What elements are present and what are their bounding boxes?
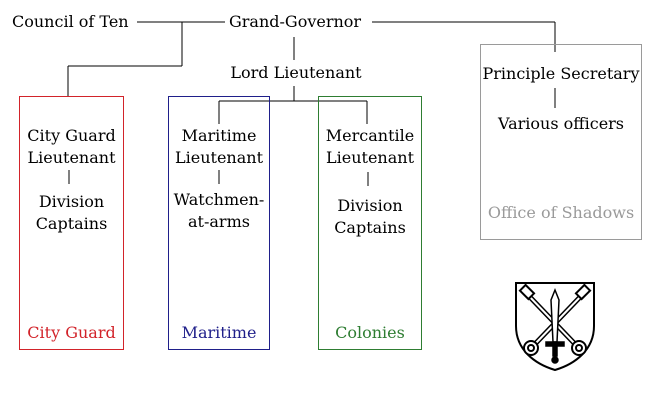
various-officers-node: Various officers — [497, 114, 625, 133]
lord-lieutenant-node: Lord Lieutenant — [230, 63, 362, 82]
maritime-box: Maritime Lieutenant Watchmen- at-arms Ma… — [168, 96, 270, 350]
office-of-shadows-group-label: Office of Shadows — [487, 203, 635, 222]
city-guard-division-captains-node: Division Captains — [35, 192, 108, 233]
grand-governor-node: Grand-Governor — [229, 12, 362, 31]
city-guard-group-label: City Guard — [27, 323, 116, 342]
watchmen-at-arms-node: Watchmen- at-arms — [173, 190, 265, 231]
office-of-shadows-box: Principle Secretary Various officers Off… — [480, 44, 642, 240]
mercantile-lieutenant-node: Mercantile Lieutenant — [325, 126, 415, 167]
city-guard-box: City Guard Lieutenant Division Captains … — [19, 96, 124, 350]
colonies-group-label: Colonies — [335, 323, 405, 342]
colonies-division-captains-node: Division Captains — [334, 196, 406, 237]
council-of-ten-node: Council of Ten — [12, 12, 129, 31]
colonies-box: Mercantile Lieutenant Division Captains … — [318, 96, 422, 350]
city-guard-lieutenant-node: City Guard Lieutenant — [27, 126, 116, 167]
principle-secretary-node: Principle Secretary — [482, 64, 640, 83]
crossed-keys-and-sword-shield-icon — [515, 282, 595, 372]
maritime-group-label: Maritime — [181, 323, 257, 342]
maritime-lieutenant-node: Maritime Lieutenant — [175, 126, 263, 167]
